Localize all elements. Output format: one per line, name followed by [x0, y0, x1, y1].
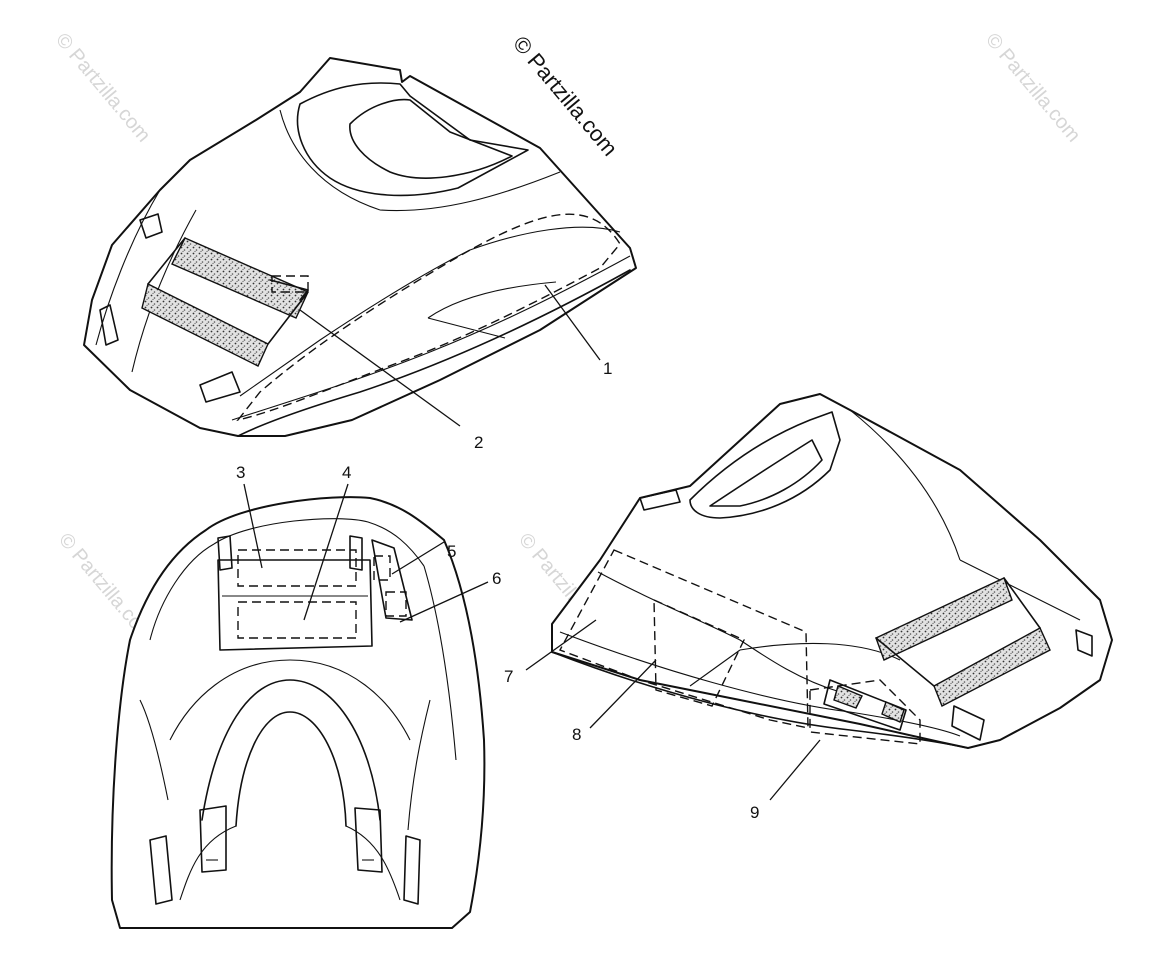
watermark-top-left: © Partzilla.com [51, 29, 154, 146]
leader-4 [303, 483, 349, 621]
leader-7 [525, 619, 597, 671]
leader-5 [391, 541, 445, 575]
hood-top-view [83, 57, 637, 437]
leader-6 [399, 581, 489, 623]
callout-5: 5 [447, 542, 456, 561]
leader-9 [769, 739, 821, 801]
leader-1 [544, 284, 601, 361]
leader-8 [589, 659, 657, 729]
callouts: 1 2 3 4 5 6 7 8 9 [236, 284, 821, 822]
hood-side-view [551, 393, 1113, 749]
leader-2 [299, 309, 461, 427]
callout-6: 6 [492, 569, 501, 588]
callout-2: 2 [474, 433, 483, 452]
callout-1: 1 [603, 359, 612, 378]
watermark-top-right: © Partzilla.com [981, 29, 1084, 146]
callout-8: 8 [572, 725, 581, 744]
callout-9: 9 [750, 803, 759, 822]
callout-4: 4 [342, 463, 351, 482]
leader-3 [243, 483, 263, 569]
callout-3: 3 [236, 463, 245, 482]
callout-7: 7 [504, 667, 513, 686]
hood-front-view [110, 496, 486, 929]
